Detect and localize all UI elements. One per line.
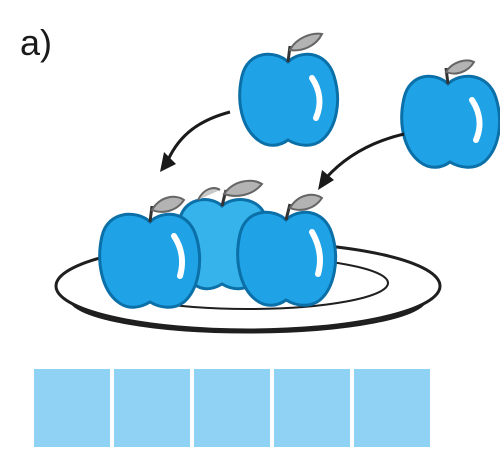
answer-box[interactable] [354,369,430,447]
apple-on-plate-right [236,193,338,307]
answer-box[interactable] [194,369,270,447]
exercise-label: a) [20,22,53,63]
apple-falling-right [400,59,500,169]
apple-falling-top [238,32,340,147]
answer-box[interactable] [274,369,350,447]
apple-on-plate-left [98,195,202,309]
arrow-left [160,110,231,172]
answer-box[interactable] [114,369,190,447]
answer-box[interactable] [34,369,110,447]
apples-plate-illustration [54,32,500,334]
answer-boxes [34,369,430,447]
arrow-right [318,132,405,190]
